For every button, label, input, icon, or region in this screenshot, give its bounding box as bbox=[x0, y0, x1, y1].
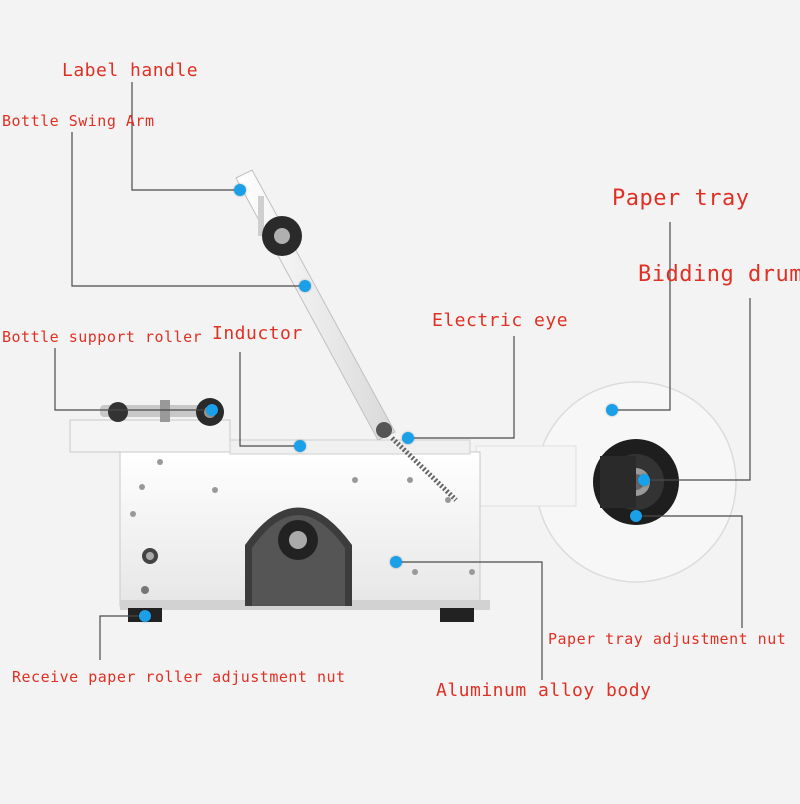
marker-label-handle bbox=[234, 184, 246, 196]
leader-swing-arm bbox=[71, 132, 305, 287]
label-electric-eye: Electric eye bbox=[432, 310, 569, 331]
marker-receive-nut bbox=[139, 610, 151, 622]
label-receive-paper-roller-adjustment-nut: Receive paper roller adjustment nut bbox=[12, 668, 346, 686]
leader-paper-tray bbox=[612, 222, 671, 411]
bidding-drum-hub bbox=[593, 439, 679, 525]
leader-tray-nut bbox=[636, 515, 743, 628]
swing-arm bbox=[235, 169, 458, 502]
label-bottle-swing-arm: Bottle Swing Arm bbox=[2, 112, 155, 130]
leader-lines bbox=[54, 82, 751, 680]
marker-body bbox=[390, 556, 402, 568]
marker-electric-eye bbox=[402, 432, 414, 444]
leader-support-roller bbox=[54, 348, 205, 411]
label-bidding-drum: Bidding drum bbox=[638, 262, 800, 287]
label-paper-tray-adjustment-nut: Paper tray adjustment nut bbox=[548, 630, 787, 648]
marker-paper-tray bbox=[606, 404, 618, 416]
leader-bidding-drum bbox=[648, 298, 751, 481]
leader-receive-nut bbox=[99, 615, 145, 660]
marker-tray-nut bbox=[630, 510, 642, 522]
leader-inductor bbox=[239, 352, 300, 447]
leader-electric-eye bbox=[408, 336, 515, 439]
leader-body bbox=[396, 561, 543, 680]
label-inductor: Inductor bbox=[212, 323, 303, 344]
leader-label-handle bbox=[131, 82, 240, 191]
marker-support-roller bbox=[206, 404, 218, 416]
label-bottle-support-roller: Bottle support roller bbox=[2, 328, 203, 346]
label-aluminum-alloy-body: Aluminum alloy body bbox=[436, 680, 652, 701]
aluminum-body bbox=[69, 419, 490, 622]
marker-bidding-drum bbox=[638, 474, 650, 486]
support-rollers bbox=[100, 398, 224, 426]
label-paper-tray: Paper tray bbox=[612, 186, 750, 211]
marker-swing-arm bbox=[299, 280, 311, 292]
marker-inductor bbox=[294, 440, 306, 452]
label-handle: Label handle bbox=[62, 60, 199, 81]
